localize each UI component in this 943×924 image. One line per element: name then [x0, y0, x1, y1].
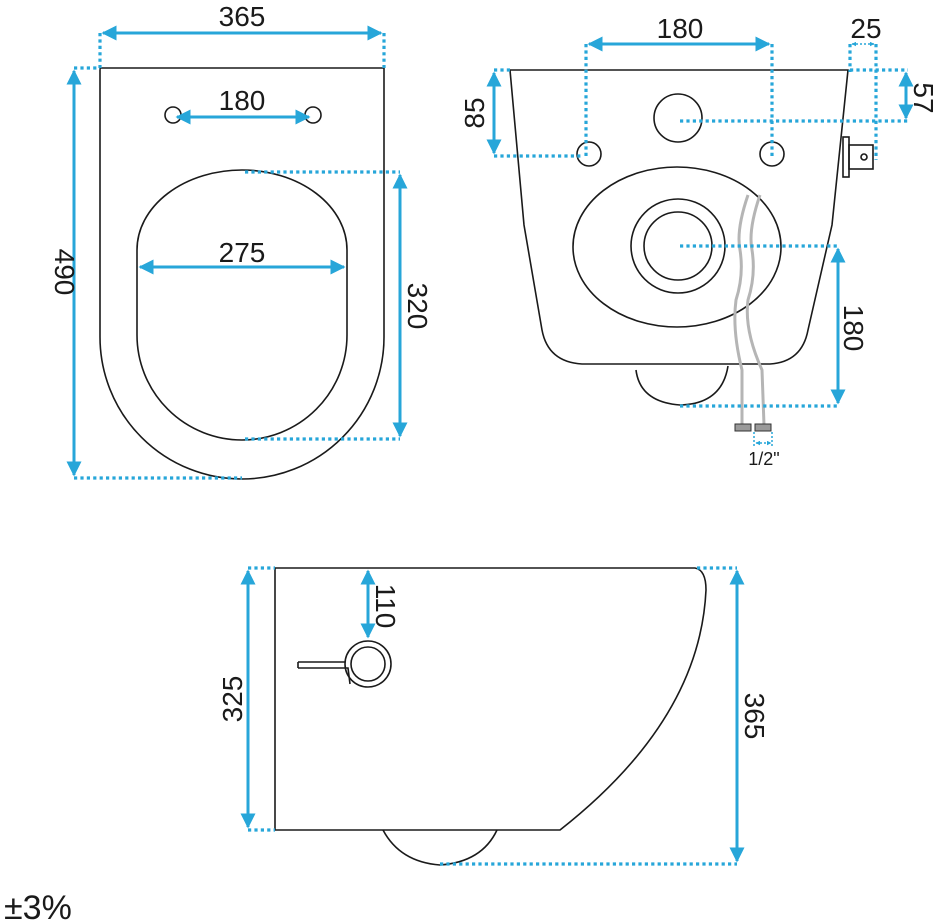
- toilet-top-outline: [99, 67, 385, 480]
- front-outlet-height-label: 180: [838, 305, 869, 352]
- side-back-height-label: 325: [217, 676, 248, 723]
- outlet-outer: [630, 198, 726, 294]
- top-width-label: 365: [219, 1, 266, 32]
- tolerance-label: ±3%: [4, 889, 72, 924]
- toilet-seat-opening: [136, 169, 348, 441]
- top-length-label: 490: [49, 249, 80, 296]
- side-outlet-outer: [344, 640, 392, 688]
- side-front-height-label: 365: [739, 693, 770, 740]
- side-outlet-inner: [350, 646, 386, 682]
- front-mount-spacing-label: 180: [657, 13, 704, 44]
- front-side-offset-label: 25: [850, 13, 881, 44]
- opening-width-label: 275: [219, 237, 266, 268]
- toilet-front-outline: [509, 69, 849, 365]
- front-top-right-label: 57: [908, 82, 939, 113]
- right-mounting-hole: [304, 106, 322, 124]
- flex-pipe-right: [745, 194, 766, 426]
- side-flush-pipe: [297, 661, 351, 685]
- pipe-size-label: 1/2": [748, 449, 779, 469]
- pipe-fitting-left: [734, 423, 752, 432]
- left-mount-circle: [576, 141, 602, 167]
- top-hole-spacing-label: 180: [219, 85, 266, 116]
- toilet-side-base: [382, 829, 498, 866]
- top-view: 365 490 180 275 320: [49, 1, 433, 480]
- front-view: 180 25 57 85 180 1/2": [459, 13, 939, 469]
- side-valve-hole: [860, 153, 868, 161]
- opening-length-label: 320: [402, 283, 433, 330]
- top-inlet-circle: [653, 93, 703, 143]
- pipe-fitting-right: [754, 423, 772, 432]
- side-valve-body: [848, 144, 874, 170]
- flex-pipe-left: [733, 194, 750, 425]
- left-mounting-hole: [164, 106, 182, 124]
- toilet-side-outline: [274, 567, 707, 831]
- side-view: 110 325 365: [217, 566, 770, 866]
- side-valve-plate: [842, 136, 850, 178]
- toilet-base-curve: [635, 365, 729, 406]
- front-top-left-label: 85: [459, 97, 490, 128]
- bowl-ellipse: [572, 166, 782, 328]
- side-pipe-height-label: 110: [370, 584, 401, 629]
